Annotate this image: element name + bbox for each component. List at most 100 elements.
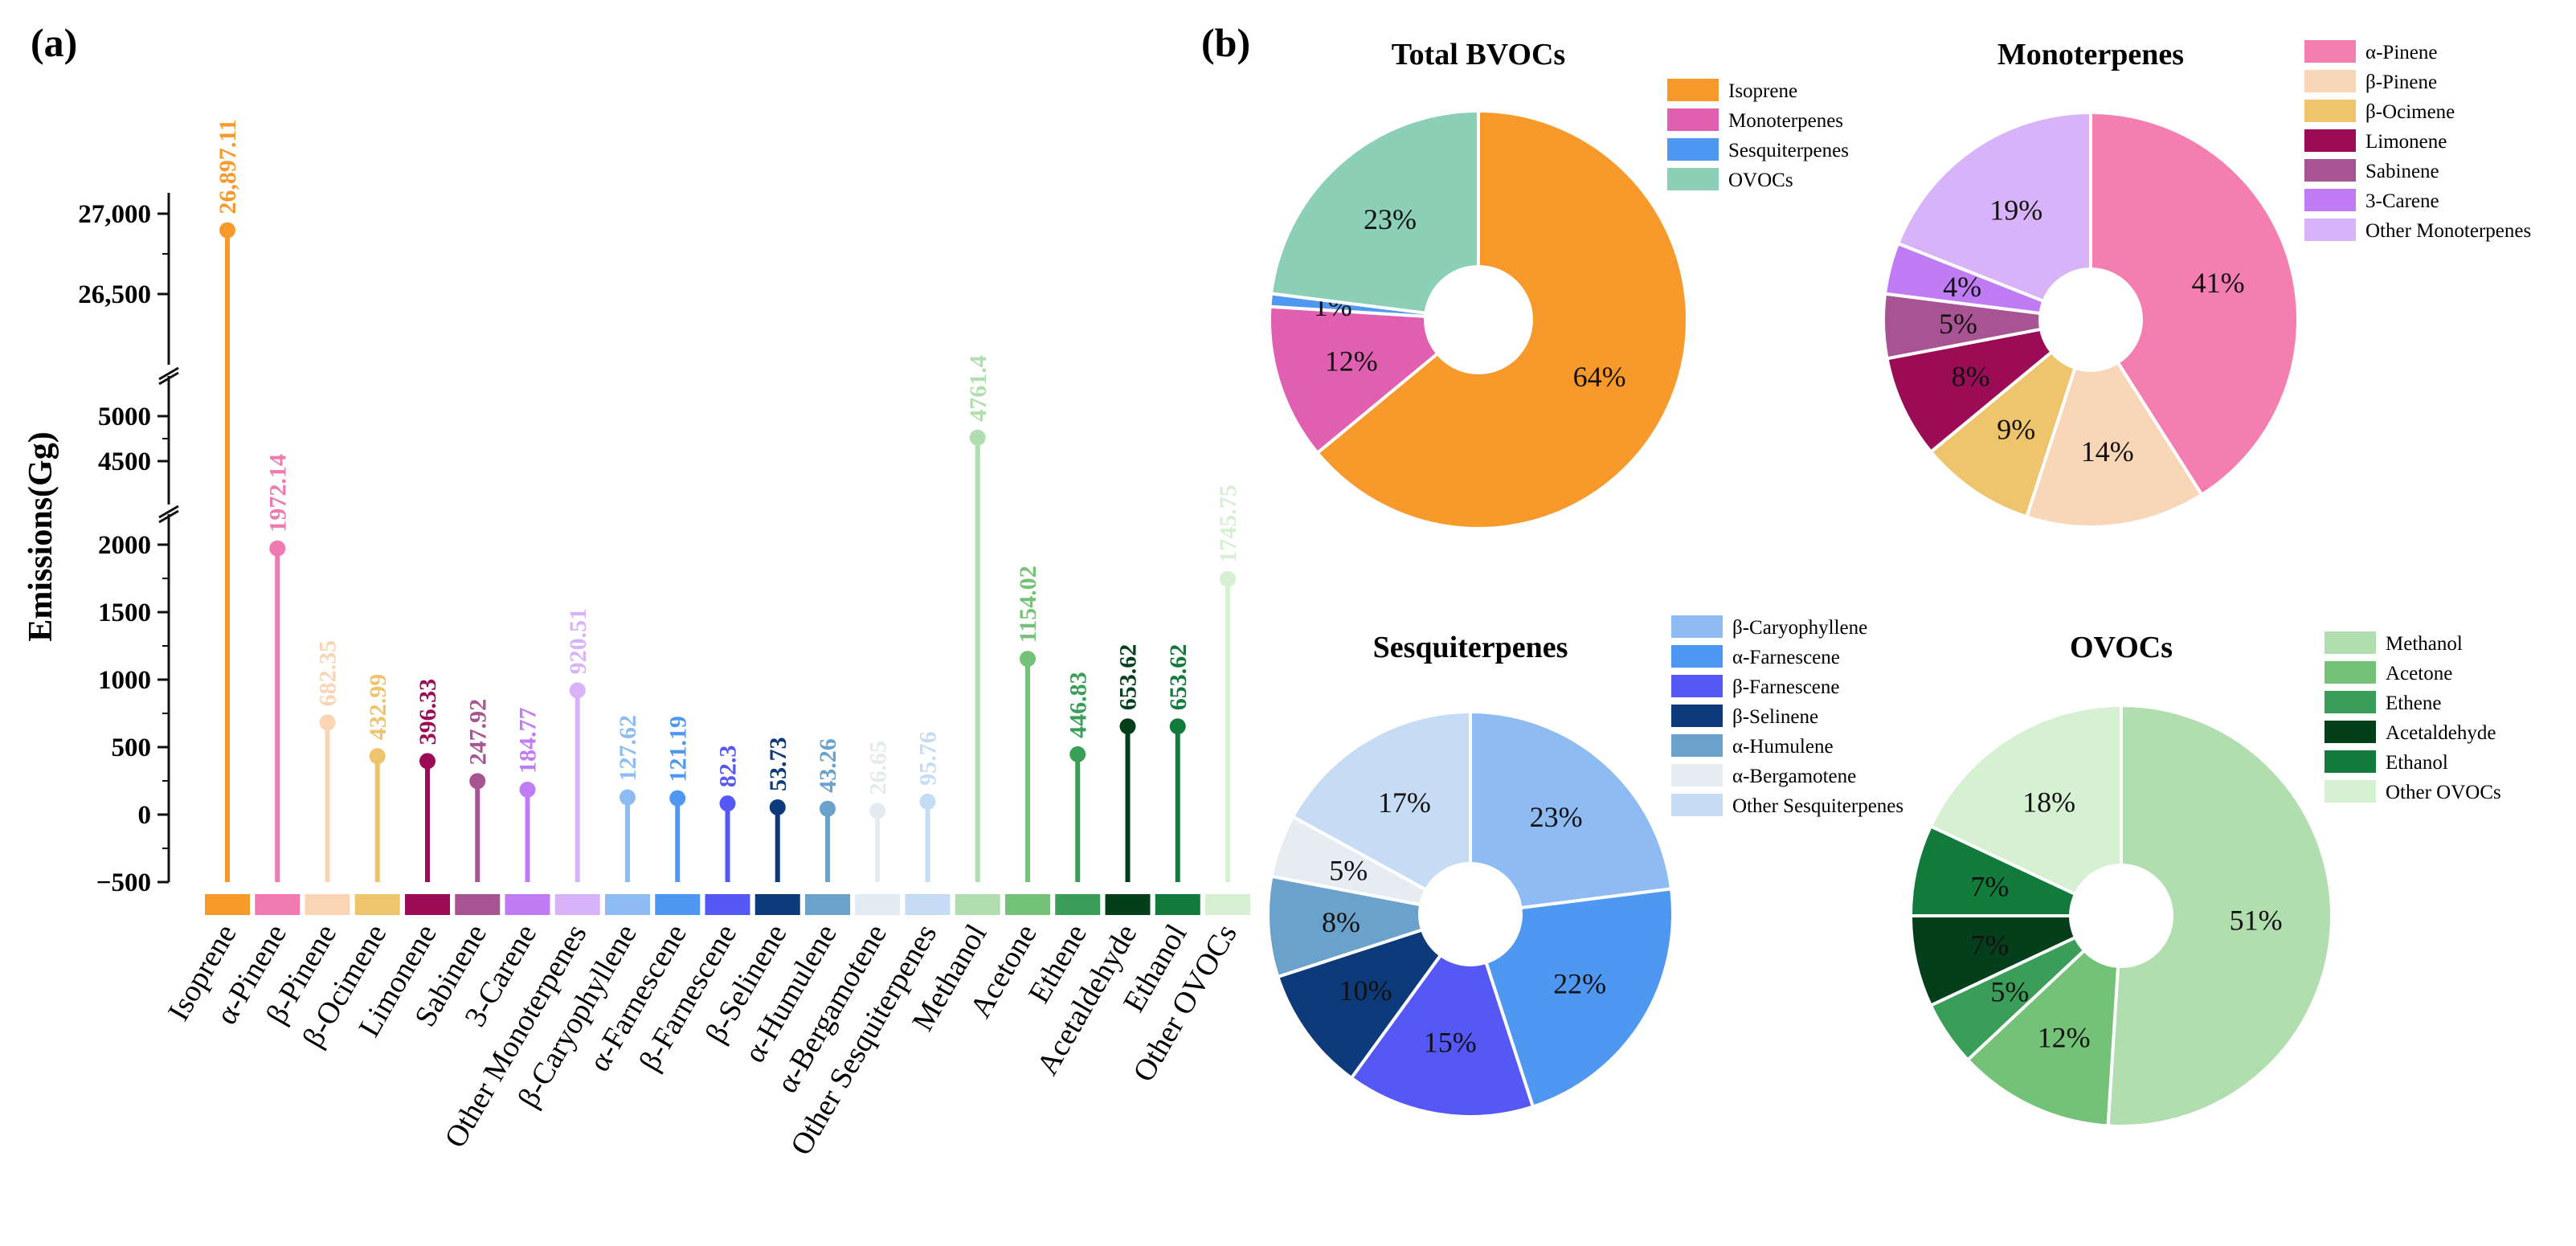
- legend-label: Other Monoterpenes: [2365, 220, 2531, 242]
- axis-break-mark: [158, 366, 179, 381]
- slice-percent-label: 8%: [1952, 360, 1990, 392]
- axis-break-mark: [158, 505, 179, 519]
- value-label: 920.51: [565, 608, 591, 675]
- slice-percent-label: 5%: [1939, 308, 1977, 340]
- lollipop-head: [219, 222, 235, 239]
- slice-percent-label: 7%: [1970, 870, 2009, 902]
- y-tick-label: 1000: [98, 666, 151, 695]
- category-color-tile: [605, 894, 650, 915]
- pie-slice: [1269, 108, 1480, 322]
- pie-slice: [1928, 703, 2123, 919]
- legend-swatch: [1667, 108, 1719, 131]
- category-color-tile: [705, 894, 750, 915]
- y-tick-label: 5000: [98, 402, 151, 431]
- axis-break-mark: [158, 371, 179, 386]
- category-color-tile: [855, 894, 901, 915]
- legend-label: β-Ocimene: [2365, 101, 2455, 123]
- slice-percent-label: 15%: [1424, 1026, 1477, 1058]
- y-tick-label: −500: [96, 868, 151, 897]
- slice-percent-label: 17%: [1378, 786, 1431, 819]
- pie-slice: [1908, 823, 2122, 917]
- value-label: 82.3: [715, 746, 742, 788]
- legend-swatch: [1671, 615, 1723, 638]
- value-label: 653.62: [1115, 644, 1142, 711]
- value-label: 653.62: [1165, 644, 1192, 711]
- legend-label: Monoterpenes: [1728, 110, 1843, 132]
- category-color-tile: [1005, 894, 1050, 915]
- pie-legend: MethanolAcetoneEtheneAcetaldehydeEthanol…: [2325, 631, 2501, 803]
- category-color-tile: [955, 894, 1000, 915]
- legend-label: β-Caryophyllene: [1732, 617, 1867, 639]
- slice-percent-label: 7%: [1970, 929, 2009, 962]
- lollipop-head: [1119, 718, 1136, 735]
- legend-label: Other Sesquiterpenes: [1732, 795, 1903, 817]
- pie-chart: Total BVOCs64%12%1%23%IsopreneMonoterpen…: [1268, 38, 1849, 530]
- pie-title: OVOCs: [2070, 631, 2173, 664]
- lollipop-head: [869, 803, 886, 819]
- value-label: 4761.4: [965, 355, 992, 422]
- category-color-tile: [554, 894, 600, 915]
- pie-chart: Sesquiterpenes23%22%15%10%8%5%17%β-Caryo…: [1266, 615, 1903, 1119]
- slice-percent-label: 23%: [1530, 801, 1583, 833]
- pie-center-hole: [2069, 864, 2173, 968]
- pie-center-hole: [2038, 268, 2143, 372]
- pie-slice: [2024, 316, 2205, 529]
- lollipop-head: [319, 714, 336, 731]
- slice-percent-label: 12%: [1325, 345, 1378, 377]
- lollipop-head: [369, 748, 386, 765]
- pie-slice: [1908, 914, 2122, 1008]
- legend-label: Methanol: [2386, 633, 2463, 655]
- slice-percent-label: 5%: [1329, 854, 1368, 886]
- value-label: 26,897.11: [215, 119, 241, 214]
- slice-percent-label: 18%: [2022, 786, 2075, 818]
- y-tick-label: 2000: [98, 531, 151, 560]
- legend-swatch: [1667, 138, 1719, 161]
- category-color-tile: [754, 894, 800, 915]
- category-color-tile: [905, 894, 951, 915]
- pie-slice: [1290, 709, 1472, 917]
- y-axis-label: Emissions(Gg): [22, 431, 59, 641]
- legend-label: Acetone: [2386, 663, 2452, 684]
- category-color-tile: [1105, 894, 1151, 915]
- slice-percent-label: 10%: [1339, 974, 1392, 1007]
- pie-center-hole: [1424, 265, 1533, 374]
- legend-swatch: [2325, 631, 2376, 654]
- slice-percent-label: 23%: [1364, 203, 1417, 235]
- legend-label: Sabinene: [2365, 161, 2439, 182]
- legend-label: β-Selinene: [1732, 706, 1818, 728]
- pie-slice: [1268, 304, 1483, 456]
- y-tick-label: 500: [112, 733, 152, 762]
- lollipop-head: [419, 753, 435, 770]
- lollipop-head: [269, 540, 286, 557]
- category-color-tile: [405, 894, 450, 915]
- legend-swatch: [2325, 691, 2376, 713]
- lollipop-head: [1020, 651, 1036, 668]
- category-color-tile: [805, 894, 850, 915]
- pie-chart: Monoterpenes41%14%9%8%5%4%19%α-Pineneβ-P…: [1882, 38, 2531, 529]
- slice-percent-label: 9%: [1997, 414, 2035, 446]
- pie-slice: [1885, 318, 2092, 455]
- pie-legend: α-Pineneβ-Pineneβ-OcimeneLimoneneSabinen…: [2304, 40, 2531, 242]
- legend-label: Isoprene: [1728, 80, 1797, 102]
- legend-swatch: [1671, 705, 1723, 727]
- pie-slice: [1266, 874, 1471, 979]
- pie-title: Sesquiterpenes: [1373, 631, 1568, 664]
- lollipop-head: [669, 790, 686, 807]
- pie-title: Total BVOCs: [1392, 38, 1565, 71]
- pie-slice: [1468, 887, 1674, 1109]
- slice-percent-label: 64%: [1573, 361, 1626, 393]
- legend-swatch: [2304, 129, 2356, 152]
- y-tick-label: 4500: [98, 447, 151, 476]
- category-color-tile: [505, 894, 550, 915]
- slice-percent-label: 19%: [1989, 194, 2042, 226]
- value-label: 95.76: [915, 731, 942, 786]
- lollipop-head: [1169, 718, 1186, 735]
- pie-slice: [1928, 315, 2095, 519]
- y-tick-label: 1500: [98, 598, 151, 627]
- pie-slice: [1965, 912, 2124, 1128]
- value-label: 396.33: [415, 679, 441, 746]
- legend-swatch: [1671, 645, 1723, 668]
- value-label: 1745.75: [1215, 484, 1241, 563]
- pie-center-hole: [1418, 862, 1523, 966]
